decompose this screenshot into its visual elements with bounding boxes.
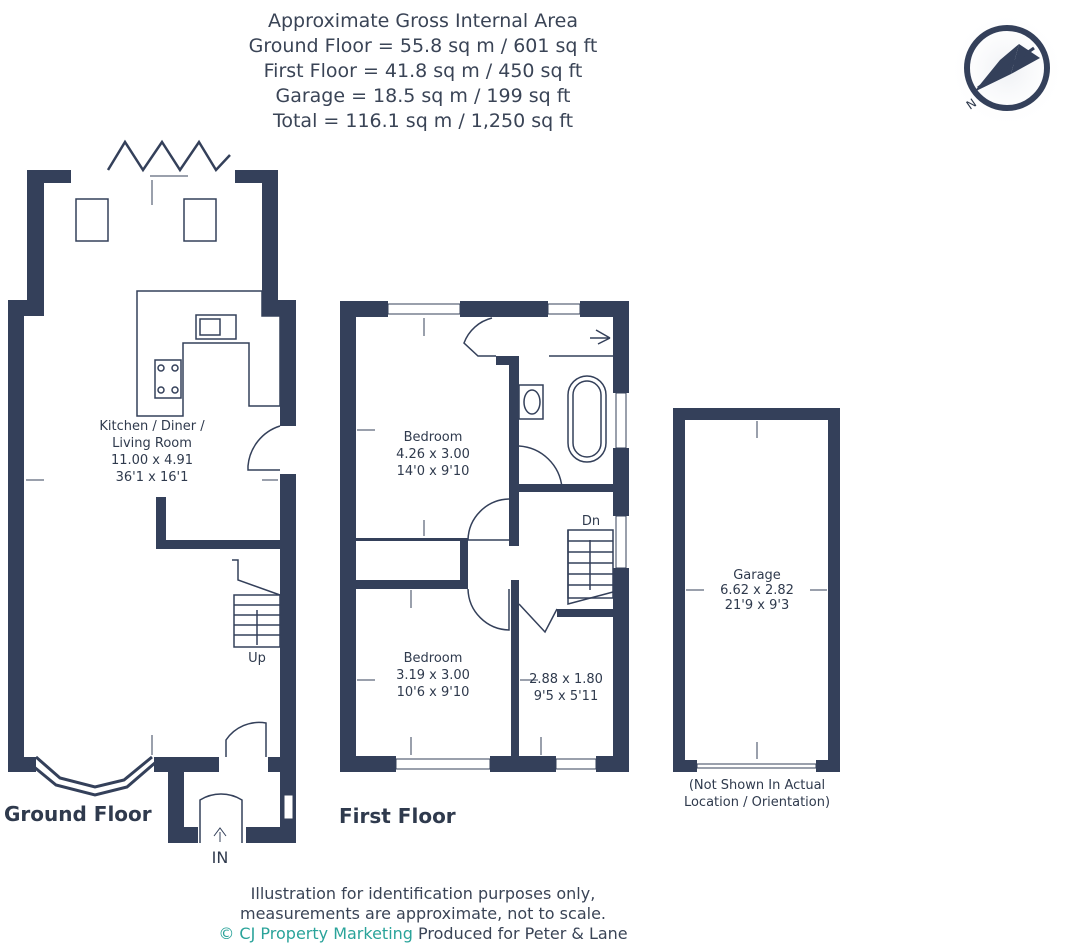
ground-dimension-ticks — [26, 479, 278, 755]
entrance-label: IN — [212, 848, 229, 867]
first-floor-title: First Floor — [339, 804, 456, 828]
front-door-swing — [199, 793, 243, 843]
bedroom2-metric: 3.19 x 3.00 — [396, 668, 470, 683]
area-ground-floor: Ground Floor = 55.8 sq m / 601 sq ft — [248, 35, 598, 57]
first-stairs-label: Dn — [582, 514, 600, 529]
first-dimension-ticks — [357, 318, 542, 755]
side-door-swing — [247, 425, 281, 471]
compass-icon — [947, 10, 1067, 130]
kitchen-metric: 11.00 x 4.91 — [111, 453, 193, 468]
bedroom1-metric: 4.26 x 3.00 — [396, 447, 470, 462]
footer-credit: © CJ Property Marketing Produced for Pet… — [0, 924, 846, 944]
first-floor-windows — [387, 303, 627, 770]
room3-imperial: 9'5 x 5'11 — [534, 689, 598, 704]
bedroom1-imperial: 14'0 x 9'10 — [397, 464, 470, 479]
garage-door — [696, 763, 817, 769]
kitchen-imperial: 36'1 x 16'1 — [116, 470, 189, 485]
garage-dimension-ticks — [686, 421, 827, 759]
produced-for: Produced for Peter & Lane — [418, 924, 628, 943]
skylight — [75, 198, 109, 242]
garage-name: Garage — [733, 568, 781, 583]
garage-note-2: Location / Orientation) — [684, 795, 830, 810]
bedroom2-imperial: 10'6 x 9'10 — [397, 685, 470, 700]
first-floor-stairs — [567, 529, 614, 605]
ground-stairs-label: Up — [248, 651, 266, 666]
bay-window — [27, 755, 157, 797]
bedroom1-name: Bedroom — [404, 430, 463, 445]
bedroom2-name: Bedroom — [404, 651, 463, 666]
garage-walls — [673, 408, 840, 772]
area-heading: Approximate Gross Internal Area — [268, 10, 578, 32]
ground-floor-walls — [8, 170, 296, 843]
skylight — [183, 198, 217, 242]
area-first-floor: First Floor = 41.8 sq m / 450 sq ft — [263, 60, 583, 82]
garage-note-1: (Not Shown In Actual — [689, 778, 825, 793]
garage-metric: 6.62 x 2.82 — [720, 583, 794, 598]
brand-name: © CJ Property Marketing — [218, 924, 413, 943]
area-total: Total = 116.1 sq m / 1,250 sq ft — [272, 110, 574, 132]
garage-imperial: 21'9 x 9'3 — [725, 598, 789, 613]
bathroom-fixtures — [518, 329, 613, 463]
kitchen-units — [136, 290, 281, 417]
bifold-doors — [106, 139, 231, 173]
kitchen-name-1: Kitchen / Diner / — [99, 419, 205, 434]
room3-metric: 2.88 x 1.80 — [529, 672, 603, 687]
ground-stairs — [232, 559, 281, 648]
first-floor-door-swings — [463, 317, 563, 634]
kitchen-name-2: Living Room — [112, 436, 192, 451]
footer-line-1: Illustration for identification purposes… — [250, 884, 596, 903]
footer-line-2: measurements are approximate, not to sca… — [240, 904, 606, 923]
first-floor-walls — [340, 301, 629, 772]
hall-door-swing — [225, 721, 267, 757]
area-garage: Garage = 18.5 sq m / 199 sq ft — [275, 85, 571, 107]
ground-floor-title: Ground Floor — [4, 802, 152, 826]
